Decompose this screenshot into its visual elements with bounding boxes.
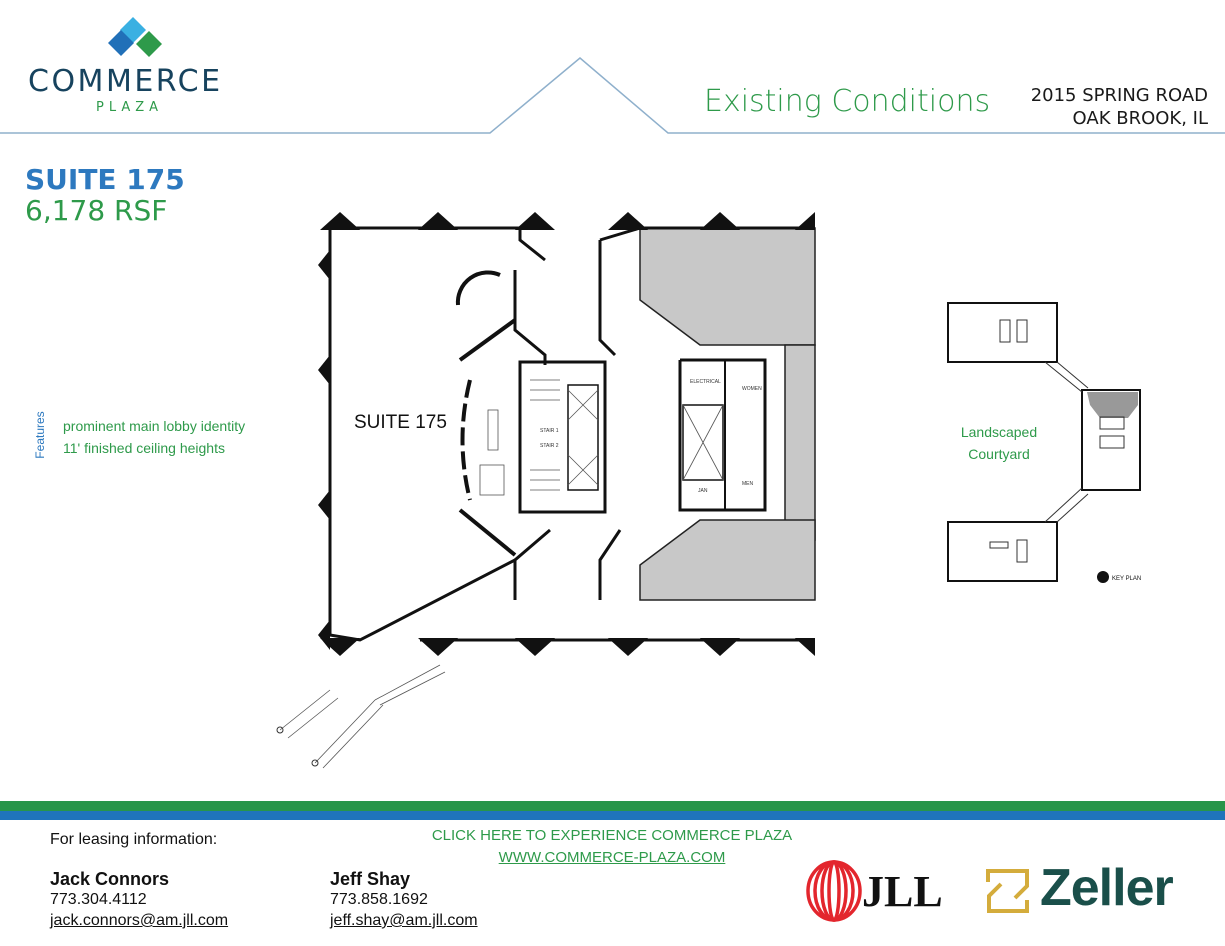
logo-name: COMMERCE: [28, 64, 223, 99]
room-label: WOMEN: [742, 386, 762, 392]
contact-email[interactable]: jeff.shay@am.jll.com: [330, 912, 478, 929]
suite-area: 6,178 RSF: [25, 194, 168, 227]
address-line1: 2015 SPRING ROAD: [1030, 85, 1208, 106]
key-plan: KEY PLAN Landscaped Courtyard: [947, 302, 1141, 583]
contact-phone[interactable]: 773.858.1692: [330, 891, 428, 908]
courtyard-label: Courtyard: [968, 446, 1029, 462]
contact-phone[interactable]: 773.304.4112: [50, 891, 147, 908]
room-label: STAIR 1: [540, 428, 559, 434]
room-label: MEN: [742, 481, 754, 487]
features-label: Features: [33, 411, 47, 459]
jll-logo-icon: [806, 860, 862, 922]
logo-sub: PLAZA: [96, 100, 164, 115]
contact-name: Jack Connors: [50, 869, 170, 889]
leasing-label: For leasing information:: [50, 831, 218, 848]
room-label: JAN: [698, 488, 708, 494]
website-link[interactable]: WWW.COMMERCE-PLAZA.COM: [498, 849, 726, 866]
header-graphics: [0, 17, 1225, 134]
room-label: STAIR 2: [540, 443, 559, 449]
page-title: Existing Conditions: [704, 84, 991, 119]
contact-name: Jeff Shay: [330, 869, 411, 889]
floor-plan: SUITE 175 STAIR 1 STAIR 2 ELECTRICAL WOM…: [276, 212, 816, 769]
cta-link[interactable]: CLICK HERE TO EXPERIENCE COMMERCE PLAZA: [431, 827, 793, 844]
suite-label: SUITE 175: [354, 412, 447, 433]
logo-diamonds-icon: [108, 17, 162, 57]
suite-name: SUITE 175: [25, 163, 185, 196]
feature-item: prominent main lobby identity: [63, 418, 246, 434]
column-bumps: [276, 212, 815, 767]
key-plan-legend: KEY PLAN: [1112, 576, 1141, 582]
jll-logo: JLL: [862, 867, 943, 916]
footer-blue-bar: [0, 811, 1225, 820]
footer-green-bar: [0, 801, 1225, 811]
feature-item: 11' finished ceiling heights: [63, 440, 225, 456]
address-line2: OAK BROOK, IL: [1072, 108, 1208, 129]
room-label: ELECTRICAL: [690, 379, 721, 385]
header-rule: [0, 57, 1225, 134]
contact-email[interactable]: jack.connors@am.jll.com: [50, 912, 229, 929]
zeller-logo-icon: [986, 869, 1029, 913]
courtyard-label: Landscaped: [961, 424, 1037, 440]
zeller-logo: Zeller: [1040, 859, 1174, 917]
